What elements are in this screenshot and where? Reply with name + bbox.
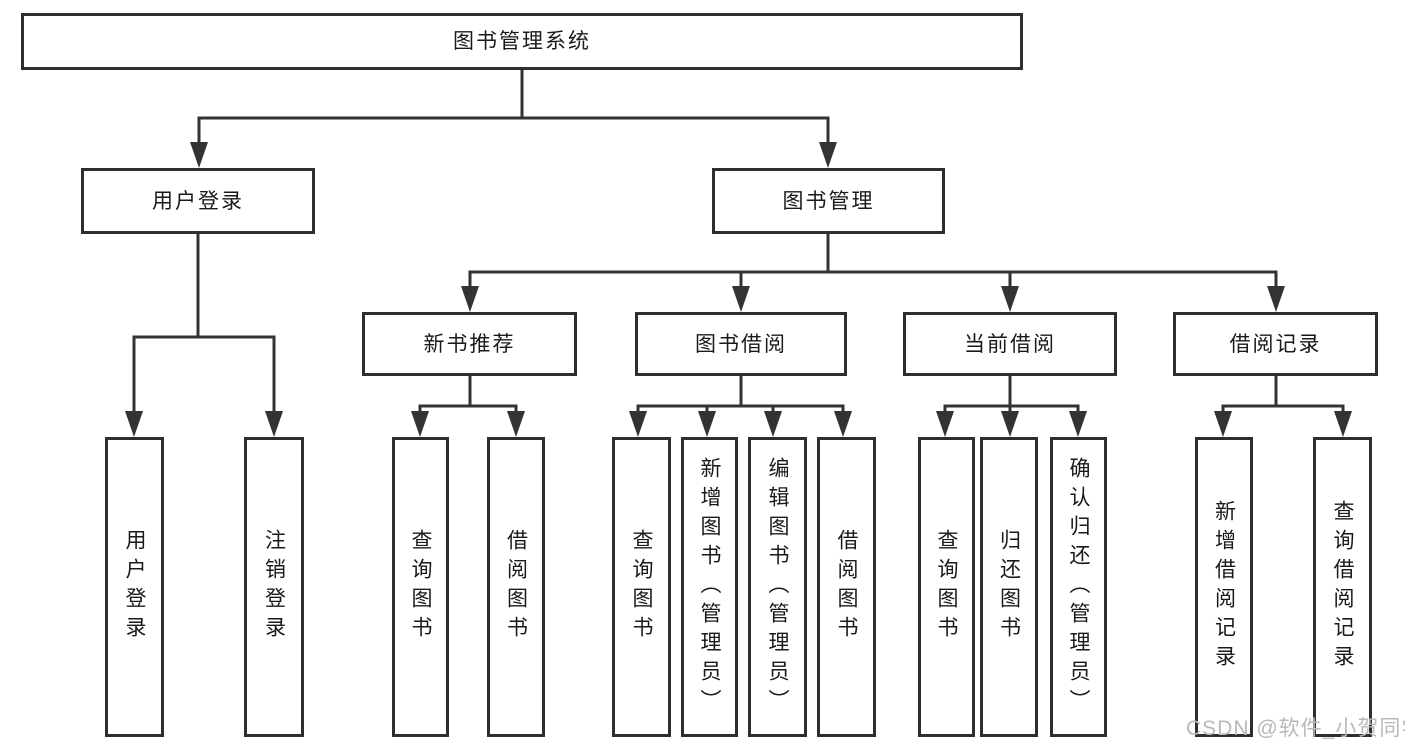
node-label: 用户登录 <box>152 189 244 213</box>
leaf-rec-query-book: 查询图书 <box>392 437 449 737</box>
node-label: 查询借阅记录 <box>1331 500 1354 674</box>
leaf-bb-query-book: 查询图书 <box>612 437 671 737</box>
node-label: 借阅记录 <box>1229 332 1322 356</box>
node-root: 图书管理系统 <box>21 13 1023 70</box>
node-label: 查询图书 <box>409 529 432 645</box>
leaf-bb-add-book: 新增图书（管理员） <box>681 437 738 737</box>
leaf-br-add-record: 新增借阅记录 <box>1195 437 1253 737</box>
node-label: 图书借阅 <box>695 332 787 356</box>
node-label: 借阅图书 <box>504 529 528 645</box>
node-label: 查询图书 <box>630 529 653 645</box>
node-label: 用户登录 <box>123 529 146 645</box>
node-user-login: 用户登录 <box>81 168 315 234</box>
node-label: 编辑图书（管理员） <box>766 456 789 718</box>
node-label: 新增借阅记录 <box>1212 500 1236 674</box>
node-label: 确认归还（管理员） <box>1067 456 1090 718</box>
node-borrow-records: 借阅记录 <box>1173 312 1378 376</box>
node-label: 查询图书 <box>935 529 958 645</box>
node-label: 归还图书 <box>997 529 1021 645</box>
node-label: 当前借阅 <box>964 332 1056 356</box>
node-label: 借阅图书 <box>835 529 858 645</box>
leaf-cb-query-book: 查询图书 <box>918 437 975 737</box>
node-new-book-recommend: 新书推荐 <box>362 312 577 376</box>
node-label: 新书推荐 <box>423 332 516 356</box>
leaf-bb-edit-book: 编辑图书（管理员） <box>748 437 807 737</box>
leaf-cb-return-book: 归还图书 <box>980 437 1038 737</box>
node-book-borrow: 图书借阅 <box>635 312 847 376</box>
node-label: 新增图书（管理员） <box>698 456 721 718</box>
node-label: 图书管理系统 <box>453 30 591 53</box>
leaf-logout: 注销登录 <box>244 437 304 737</box>
node-label: 注销登录 <box>262 529 286 645</box>
node-book-management: 图书管理 <box>712 168 945 234</box>
node-current-borrow: 当前借阅 <box>903 312 1117 376</box>
leaf-rec-borrow-book: 借阅图书 <box>487 437 545 737</box>
leaf-user-login: 用户登录 <box>105 437 164 737</box>
leaf-bb-borrow-book: 借阅图书 <box>817 437 876 737</box>
node-label: 图书管理 <box>782 189 875 213</box>
leaf-br-query-record: 查询借阅记录 <box>1313 437 1372 737</box>
leaf-cb-confirm-return: 确认归还（管理员） <box>1050 437 1107 737</box>
